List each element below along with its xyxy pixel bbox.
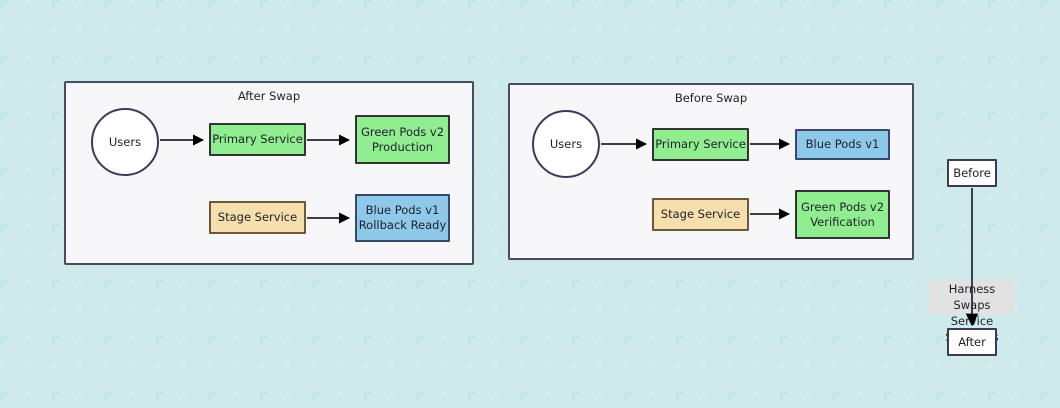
- edge-label-harness-swaps: Harness Swaps Service Selectors: [929, 280, 1015, 344]
- node-stage-service-before[interactable]: Stage Service: [652, 198, 749, 231]
- node-label: Before: [953, 165, 991, 180]
- node-blue-pods-v1-after[interactable]: Blue Pods v1 Rollback Ready: [355, 194, 450, 242]
- node-blue-pods-v1-before[interactable]: Blue Pods v1: [795, 129, 890, 160]
- node-label: Primary Service: [655, 137, 746, 151]
- node-stage-service-after[interactable]: Stage Service: [209, 201, 306, 234]
- node-label: Stage Service: [217, 210, 298, 224]
- node-primary-service-after[interactable]: Primary Service: [209, 123, 306, 156]
- node-label: Blue Pods v1 Rollback Ready: [358, 203, 447, 232]
- node-label: Green Pods v2 Verification: [800, 199, 885, 229]
- cluster-title-before-swap: Before Swap: [674, 91, 748, 105]
- node-label: Blue Pods v1: [805, 137, 880, 151]
- cluster-title-after-swap: After Swap: [237, 89, 301, 103]
- node-label: Users: [549, 136, 583, 151]
- node-primary-service-before[interactable]: Primary Service: [652, 128, 749, 161]
- node-users-after[interactable]: Users: [91, 108, 159, 176]
- node-label: Green Pods v2 Production: [360, 124, 445, 154]
- node-label: Users: [108, 134, 142, 149]
- node-label: Stage Service: [660, 207, 741, 221]
- node-green-pods-v2-after[interactable]: Green Pods v2 Production: [355, 115, 450, 164]
- node-green-pods-v2-before[interactable]: Green Pods v2 Verification: [795, 190, 890, 239]
- node-after[interactable]: After: [947, 328, 997, 356]
- node-before[interactable]: Before: [947, 159, 997, 187]
- node-label: Primary Service: [212, 132, 303, 146]
- node-users-before[interactable]: Users: [532, 110, 600, 178]
- node-label: After: [958, 334, 986, 349]
